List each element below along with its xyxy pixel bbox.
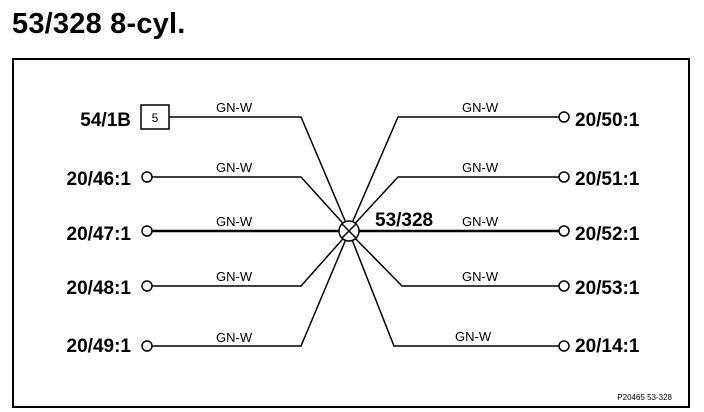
right-label-4: 20/14:1	[575, 336, 640, 357]
left-label-2: 20/47:1	[67, 224, 132, 245]
terminal-icon	[558, 171, 570, 183]
right-wire-4	[348, 231, 559, 347]
right-row-4: 20/14:1 GN-W	[348, 231, 640, 357]
splice-node: 53/328	[338, 210, 433, 242]
left-wire-3	[152, 231, 350, 287]
left-label-0: 54/1B	[80, 110, 131, 131]
left-label-1: 20/46:1	[67, 169, 132, 190]
page-title: 53/328 8-cyl.	[12, 8, 186, 40]
left-row-0: 54/1B 5 GN-W	[80, 100, 350, 231]
terminal-icon	[141, 171, 153, 183]
right-label-2: 20/52:1	[575, 224, 640, 245]
splice-label: 53/328	[375, 210, 433, 231]
right-row-2: 20/52:1 GN-W	[359, 214, 640, 245]
diagram-border	[12, 58, 690, 408]
right-label-3: 20/53:1	[575, 278, 640, 299]
left-wire-label-3: GN-W	[216, 269, 253, 284]
terminal-icon	[141, 280, 153, 292]
connector-pin-box	[140, 104, 170, 130]
wiring-diagram: 54/1B 5 GN-W 20/46:1 GN-W 20/47:1 GN-W 2…	[12, 58, 690, 408]
right-wire-label-2: GN-W	[462, 214, 499, 229]
left-wire-label-4: GN-W	[216, 330, 253, 345]
terminal-icon	[141, 340, 153, 352]
right-row-1: 20/51:1 GN-W	[348, 160, 640, 231]
right-wire-label-0: GN-W	[462, 100, 499, 115]
right-row-0: 20/50:1 GN-W	[348, 100, 640, 231]
left-row-1: 20/46:1 GN-W	[67, 160, 350, 231]
right-wire-0	[348, 116, 559, 231]
footer-code: P20465 53-328	[617, 393, 672, 402]
left-label-3: 20/48:1	[67, 278, 132, 299]
terminal-icon	[558, 225, 570, 237]
terminal-icon	[558, 340, 570, 352]
left-row-3: 20/48:1 GN-W	[67, 231, 350, 299]
terminal-icon	[558, 280, 570, 292]
terminal-icon	[558, 111, 570, 123]
connector-pin-number: 5	[152, 111, 159, 125]
left-wire-1	[152, 176, 350, 231]
right-row-3: 20/53:1 GN-W	[348, 231, 640, 299]
right-wire-1	[348, 176, 559, 231]
left-row-2: 20/47:1 GN-W	[67, 214, 339, 245]
left-wire-label-1: GN-W	[216, 160, 253, 175]
left-wire-label-2: GN-W	[216, 214, 253, 229]
right-wire-label-1: GN-W	[462, 160, 499, 175]
right-wire-label-3: GN-W	[462, 269, 499, 284]
right-label-1: 20/51:1	[575, 169, 640, 190]
left-label-4: 20/49:1	[67, 336, 132, 357]
right-label-0: 20/50:1	[575, 110, 640, 131]
left-wire-4	[152, 231, 350, 347]
left-wire-0	[169, 116, 350, 231]
left-row-4: 20/49:1 GN-W	[67, 231, 350, 357]
left-wire-label-0: GN-W	[216, 100, 253, 115]
right-wire-label-4: GN-W	[455, 329, 492, 344]
right-wire-3	[348, 231, 559, 287]
terminal-icon	[141, 225, 153, 237]
